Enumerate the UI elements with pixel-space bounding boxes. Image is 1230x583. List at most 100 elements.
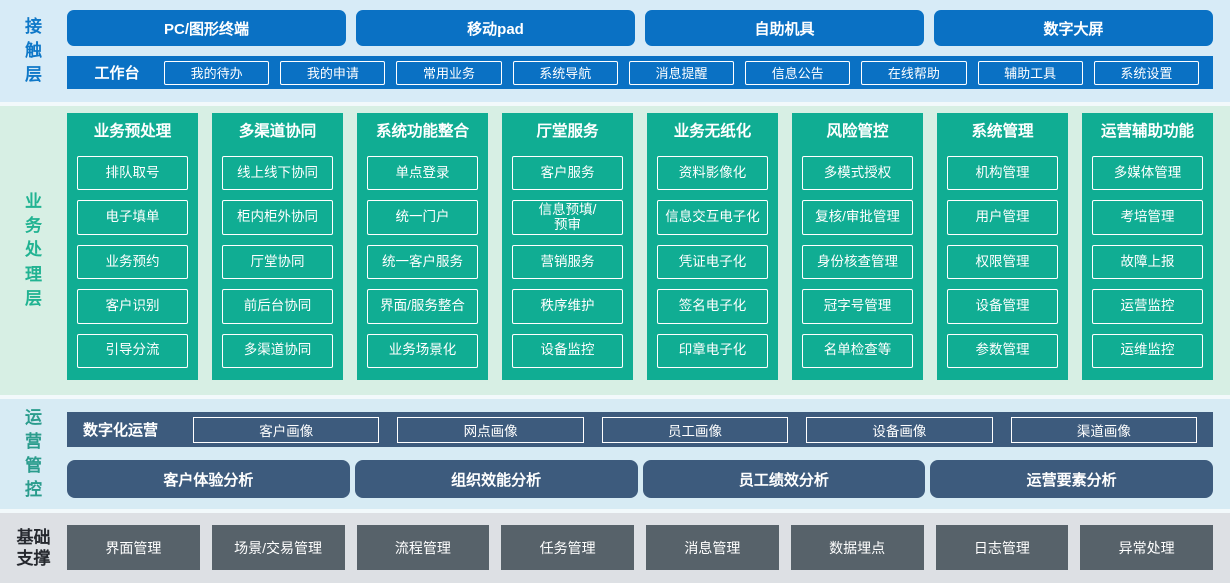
column-item[interactable]: 电子填单 <box>77 200 188 235</box>
profile-item-branch[interactable]: 网点画像 <box>397 416 584 443</box>
column-item[interactable]: 引导分流 <box>77 333 188 369</box>
business-column-system-management: 系统管理 机构管理 用户管理 权限管理 设备管理 参数管理 <box>937 113 1068 380</box>
foundation-item-process-management[interactable]: 流程管理 <box>356 525 490 570</box>
workbench-item-auxiliary-tools[interactable]: 辅助工具 <box>977 60 1083 85</box>
column-item[interactable]: 设备监控 <box>512 333 623 369</box>
column-item[interactable]: 冠字号管理 <box>802 289 913 324</box>
column-item[interactable]: 营销服务 <box>512 244 623 280</box>
column-title: 业务无纸化 <box>673 123 752 140</box>
analysis-button-organization-efficiency[interactable]: 组织效能分析 <box>354 460 638 498</box>
column-item[interactable]: 线上线下协同 <box>222 156 333 191</box>
column-item[interactable]: 设备管理 <box>947 289 1058 324</box>
column-item[interactable]: 界面/服务整合 <box>367 289 478 324</box>
column-title: 系统管理 <box>971 123 1034 140</box>
section-divider <box>0 102 1230 106</box>
foundation-layer-label: 基础支撑 <box>16 527 51 568</box>
column-item[interactable]: 故障上报 <box>1092 244 1203 280</box>
column-item[interactable]: 多模式授权 <box>802 156 913 191</box>
business-layer-label: 业务处理层 <box>25 192 42 308</box>
column-item[interactable]: 排队取号 <box>77 156 188 191</box>
workbench-item-info-announcement[interactable]: 信息公告 <box>745 60 851 85</box>
profile-item-channel[interactable]: 渠道画像 <box>1010 416 1198 443</box>
workbench-item-my-applications[interactable]: 我的申请 <box>280 60 386 85</box>
analysis-button-operation-elements[interactable]: 运营要素分析 <box>930 460 1213 498</box>
column-item[interactable]: 权限管理 <box>947 244 1058 280</box>
business-layer-gutter: 业务处理层 <box>0 106 67 395</box>
foundation-item-exception-handling[interactable]: 异常处理 <box>1080 525 1213 570</box>
channel-button-pc-terminal[interactable]: PC/图形终端 <box>67 10 346 46</box>
workbench-label: 工作台 <box>94 65 140 82</box>
contact-layer-gutter: 接触层 <box>0 0 67 102</box>
column-item[interactable]: 复核/审批管理 <box>802 200 913 235</box>
digital-operations-label: 数字化运营 <box>83 422 159 439</box>
foundation-layer-content: 界面管理 场景/交易管理 流程管理 任务管理 消息管理 数据埋点 日志管理 异常… <box>67 513 1213 583</box>
column-item[interactable]: 参数管理 <box>947 333 1058 369</box>
column-item[interactable]: 厅堂协同 <box>222 244 333 280</box>
column-item[interactable]: 客户服务 <box>512 156 623 191</box>
section-divider <box>0 395 1230 399</box>
column-title: 运营辅助功能 <box>1100 123 1194 140</box>
column-item[interactable]: 用户管理 <box>947 200 1058 235</box>
analysis-row: 客户体验分析 组织效能分析 员工绩效分析 运营要素分析 <box>67 460 1213 498</box>
analysis-button-customer-experience[interactable]: 客户体验分析 <box>67 460 350 498</box>
foundation-item-ui-management[interactable]: 界面管理 <box>67 525 200 570</box>
foundation-item-log-management[interactable]: 日志管理 <box>935 525 1069 570</box>
workbench-bar: 工作台 我的待办 我的申请 常用业务 系统导航 消息提醒 信息公告 在线帮助 辅… <box>67 56 1213 89</box>
digital-operations-bar: 数字化运营 客户画像 网点画像 员工画像 设备画像 渠道画像 <box>67 412 1213 447</box>
column-item[interactable]: 凭证电子化 <box>657 244 768 280</box>
channel-button-digital-screen[interactable]: 数字大屏 <box>934 10 1213 46</box>
column-item[interactable]: 客户识别 <box>77 289 188 324</box>
foundation-layer-gutter: 基础支撑 <box>0 513 67 583</box>
column-item[interactable]: 业务场景化 <box>367 333 478 369</box>
column-item[interactable]: 印章电子化 <box>657 333 768 369</box>
column-item[interactable]: 机构管理 <box>947 156 1058 191</box>
column-title: 业务预处理 <box>93 123 172 140</box>
column-title: 风险管控 <box>826 123 889 140</box>
column-item[interactable]: 统一门户 <box>367 200 478 235</box>
foundation-layer-section: 基础支撑 界面管理 场景/交易管理 流程管理 任务管理 消息管理 数据埋点 日志… <box>0 513 1230 583</box>
column-item[interactable]: 签名电子化 <box>657 289 768 324</box>
workbench-item-system-settings[interactable]: 系统设置 <box>1093 60 1199 85</box>
foundation-row: 界面管理 场景/交易管理 流程管理 任务管理 消息管理 数据埋点 日志管理 异常… <box>67 525 1213 570</box>
profile-item-customer[interactable]: 客户画像 <box>193 416 380 443</box>
column-item[interactable]: 多渠道协同 <box>222 333 333 369</box>
foundation-item-message-management[interactable]: 消息管理 <box>646 525 779 570</box>
column-item[interactable]: 身份核查管理 <box>802 244 913 280</box>
column-item[interactable]: 运营监控 <box>1092 289 1203 324</box>
analysis-button-employee-performance[interactable]: 员工绩效分析 <box>642 460 926 498</box>
column-item[interactable]: 信息交互电子化 <box>657 200 768 235</box>
foundation-item-task-management[interactable]: 任务管理 <box>501 525 634 570</box>
column-item[interactable]: 考培管理 <box>1092 200 1203 235</box>
column-item[interactable]: 前后台协同 <box>222 289 333 324</box>
workbench-item-online-help[interactable]: 在线帮助 <box>861 60 967 85</box>
column-item[interactable]: 业务预约 <box>77 244 188 280</box>
workbench-item-my-todo[interactable]: 我的待办 <box>164 60 270 85</box>
column-title: 多渠道协同 <box>238 123 317 140</box>
workbench-item-message-reminder[interactable]: 消息提醒 <box>628 60 735 85</box>
workbench-item-common-business[interactable]: 常用业务 <box>396 60 502 85</box>
column-item[interactable]: 多媒体管理 <box>1092 156 1203 191</box>
business-column-paperless: 业务无纸化 资料影像化 信息交互电子化 凭证电子化 签名电子化 印章电子化 <box>647 113 778 380</box>
channel-button-mobile-pad[interactable]: 移动pad <box>356 10 635 46</box>
business-layer-section: 业务处理层 业务预处理 排队取号 电子填单 业务预约 客户识别 引导分流 多渠道… <box>0 106 1230 395</box>
operations-layer-content: 数字化运营 客户画像 网点画像 员工画像 设备画像 渠道画像 客户体验分析 组织… <box>67 399 1213 509</box>
column-item[interactable]: 运维监控 <box>1092 333 1203 369</box>
workbench-item-system-navigation[interactable]: 系统导航 <box>512 60 618 85</box>
contact-layer-content: PC/图形终端 移动pad 自助机具 数字大屏 工作台 我的待办 我的申请 常用… <box>67 0 1213 102</box>
foundation-item-data-tracking[interactable]: 数据埋点 <box>790 525 924 570</box>
channel-button-self-service[interactable]: 自助机具 <box>645 10 924 46</box>
column-item[interactable]: 资料影像化 <box>657 156 768 191</box>
profile-item-employee[interactable]: 员工画像 <box>601 416 789 443</box>
profile-item-device[interactable]: 设备画像 <box>806 416 993 443</box>
business-columns: 业务预处理 排队取号 电子填单 业务预约 客户识别 引导分流 多渠道协同 线上线… <box>67 106 1213 380</box>
column-item[interactable]: 统一客户服务 <box>367 244 478 280</box>
column-item[interactable]: 名单检查等 <box>802 333 913 369</box>
business-column-hall-service: 厅堂服务 客户服务 信息预填/ 预审 营销服务 秩序维护 设备监控 <box>502 113 633 380</box>
section-divider <box>0 509 1230 513</box>
foundation-item-scene-transaction[interactable]: 场景/交易管理 <box>211 525 345 570</box>
column-item[interactable]: 单点登录 <box>367 156 478 191</box>
column-item[interactable]: 信息预填/ 预审 <box>512 200 623 235</box>
column-item[interactable]: 柜内柜外协同 <box>222 200 333 235</box>
column-item[interactable]: 秩序维护 <box>512 289 623 324</box>
